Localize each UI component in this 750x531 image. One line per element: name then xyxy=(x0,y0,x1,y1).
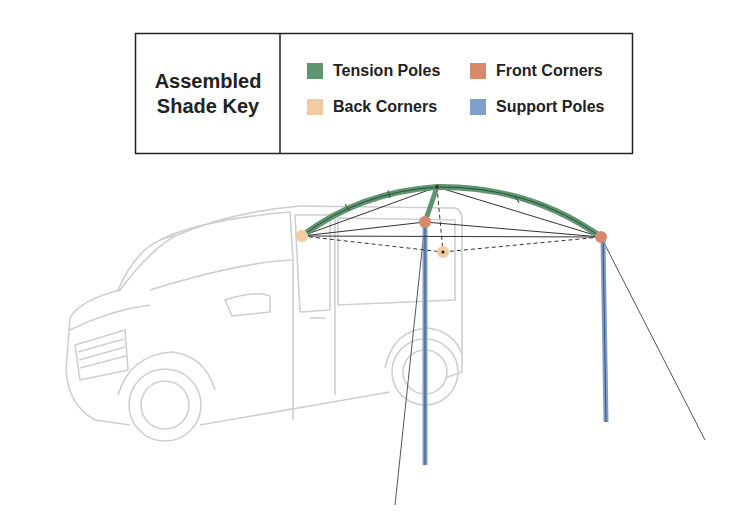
tension-pole-core xyxy=(302,187,601,237)
peak-hub xyxy=(435,185,439,189)
pole-joints xyxy=(345,190,519,211)
legend-entry: Tension Poles xyxy=(307,62,440,80)
support-pole xyxy=(603,238,606,422)
guy-line xyxy=(601,237,705,440)
support-pole-core xyxy=(425,222,426,465)
front-corner xyxy=(595,231,607,243)
support-pole-core xyxy=(603,238,606,422)
legend-frame xyxy=(136,34,633,154)
back-corner xyxy=(437,246,449,258)
legend-label: Support Poles xyxy=(496,98,604,116)
legend-swatch xyxy=(470,99,486,115)
legend-swatch xyxy=(307,99,323,115)
legend-label: Back Corners xyxy=(333,98,437,116)
legend-label: Front Corners xyxy=(496,62,603,80)
back-corner xyxy=(296,230,308,242)
canopy-lines xyxy=(302,187,601,252)
legend-divider xyxy=(279,34,281,153)
tension-pole xyxy=(302,187,601,237)
legend-entry: Back Corners xyxy=(307,98,437,116)
legend-entry: Support Poles xyxy=(470,98,604,116)
corner-dot xyxy=(441,250,444,253)
support-pole xyxy=(423,222,428,465)
legend-entry: Front Corners xyxy=(470,62,603,80)
guy-line xyxy=(395,222,425,505)
legend-swatch xyxy=(470,63,486,79)
legend-swatch xyxy=(307,63,323,79)
front-corner xyxy=(419,216,431,228)
legend-title: Assembled Shade Key xyxy=(146,69,270,119)
legend-label: Tension Poles xyxy=(333,62,440,80)
van-outline xyxy=(66,206,462,441)
